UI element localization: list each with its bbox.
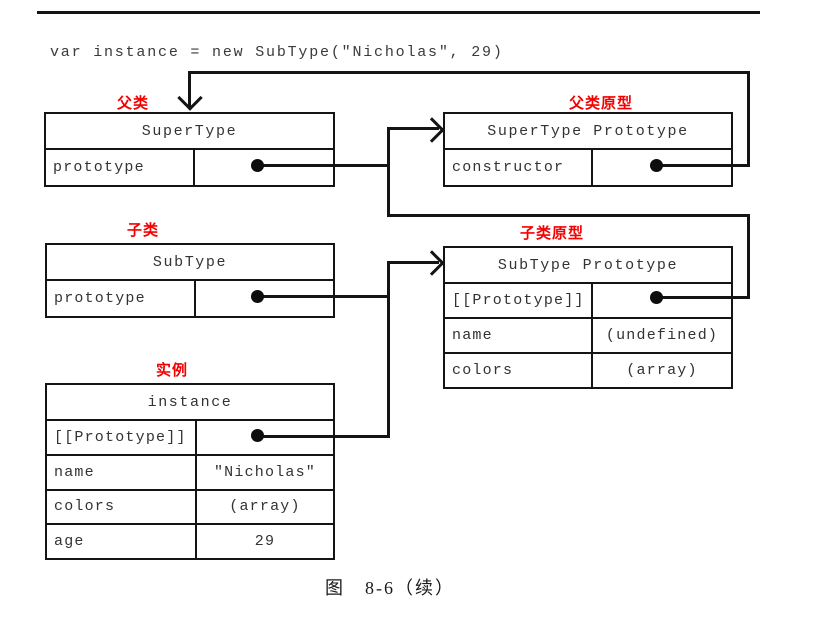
connector-constructor-top-horizontal bbox=[189, 71, 750, 74]
connector-protolink-horizontal bbox=[387, 214, 750, 217]
pointer-dot-subtype-prototype-slot bbox=[251, 290, 264, 303]
label-parent-class: 父类 bbox=[117, 95, 150, 112]
code-line: var instance = new SubType("Nicholas", 2… bbox=[50, 44, 504, 61]
table-row: colors (array) bbox=[445, 354, 731, 387]
pointer-dot-instance-protolink-slot bbox=[251, 429, 264, 442]
row-value: "Nicholas" bbox=[213, 463, 316, 481]
table-row: colors (array) bbox=[47, 490, 333, 526]
connector-supertype-prototype-lead bbox=[257, 164, 389, 167]
row-value bbox=[196, 281, 333, 316]
arrow-right-icon bbox=[419, 250, 445, 276]
box-title: SuperType Prototype bbox=[445, 114, 731, 150]
table-row: name (undefined) bbox=[445, 319, 731, 354]
connector-protolink-right-vertical bbox=[747, 214, 750, 299]
box-title: instance bbox=[47, 385, 333, 421]
subtype-prototype-box: SubType Prototype [[Prototype]] name (un… bbox=[443, 246, 733, 389]
table-row: prototype bbox=[46, 150, 333, 185]
row-key: [[Prototype]] bbox=[445, 284, 593, 317]
page-divider-rule bbox=[37, 11, 760, 14]
box-title: SubType bbox=[47, 245, 333, 281]
row-key: prototype bbox=[47, 281, 196, 316]
subtype-box: SubType prototype bbox=[45, 243, 335, 318]
connector-mid-vertical-lower bbox=[387, 261, 390, 438]
box-title: SuperType bbox=[46, 114, 333, 150]
row-value bbox=[195, 150, 333, 185]
table-row: [[Prototype]] bbox=[47, 421, 333, 456]
table-row: prototype bbox=[47, 281, 333, 316]
row-value: (array) bbox=[229, 498, 301, 516]
row-key: [[Prototype]] bbox=[47, 421, 197, 454]
connector-mid-vertical-upper bbox=[387, 127, 390, 217]
connector-constructor-dot-lead bbox=[657, 164, 750, 167]
pointer-dot-supertype-prototype-slot bbox=[251, 159, 264, 172]
connector-instance-dot-lead bbox=[257, 435, 389, 438]
row-key: colors bbox=[445, 354, 593, 387]
connector-constructor-right-vertical bbox=[747, 71, 750, 167]
row-key: age bbox=[47, 525, 197, 558]
row-key: prototype bbox=[46, 150, 195, 185]
pointer-dot-subtypeproto-protolink-slot bbox=[650, 291, 663, 304]
row-key: colors bbox=[47, 490, 197, 524]
table-row: [[Prototype]] bbox=[445, 284, 731, 319]
table-row: name "Nicholas" bbox=[47, 455, 333, 491]
table-row: constructor bbox=[445, 150, 731, 185]
figure-caption: 图 8-6（续） bbox=[325, 578, 455, 598]
row-key: name bbox=[445, 319, 593, 352]
label-instance: 实例 bbox=[156, 362, 189, 379]
connector-into-supertype-prototype bbox=[387, 127, 439, 130]
supertype-prototype-box: SuperType Prototype constructor bbox=[443, 112, 733, 187]
row-key: constructor bbox=[445, 150, 593, 185]
label-parent-prototype: 父类原型 bbox=[569, 95, 634, 112]
row-value: (undefined) bbox=[605, 327, 719, 344]
label-child-prototype: 子类原型 bbox=[520, 225, 585, 242]
row-value: 29 bbox=[254, 533, 276, 551]
table-row: age 29 bbox=[47, 525, 333, 558]
row-value: (array) bbox=[626, 362, 698, 379]
box-title: SubType Prototype bbox=[445, 248, 731, 284]
connector-subtypeproto-dot-lead bbox=[656, 296, 750, 299]
row-key: name bbox=[47, 455, 197, 489]
connector-into-subtype-prototype bbox=[387, 261, 439, 264]
label-child-class: 子类 bbox=[127, 222, 160, 239]
connector-arrow-down-stem bbox=[188, 71, 191, 107]
arrow-down-icon bbox=[177, 85, 203, 111]
instance-box: instance [[Prototype]] name "Nicholas" c… bbox=[45, 383, 335, 560]
supertype-box: SuperType prototype bbox=[44, 112, 335, 187]
pointer-dot-constructor-slot bbox=[650, 159, 663, 172]
arrow-right-icon bbox=[419, 117, 445, 143]
connector-subtype-prototype-lead bbox=[257, 295, 389, 298]
